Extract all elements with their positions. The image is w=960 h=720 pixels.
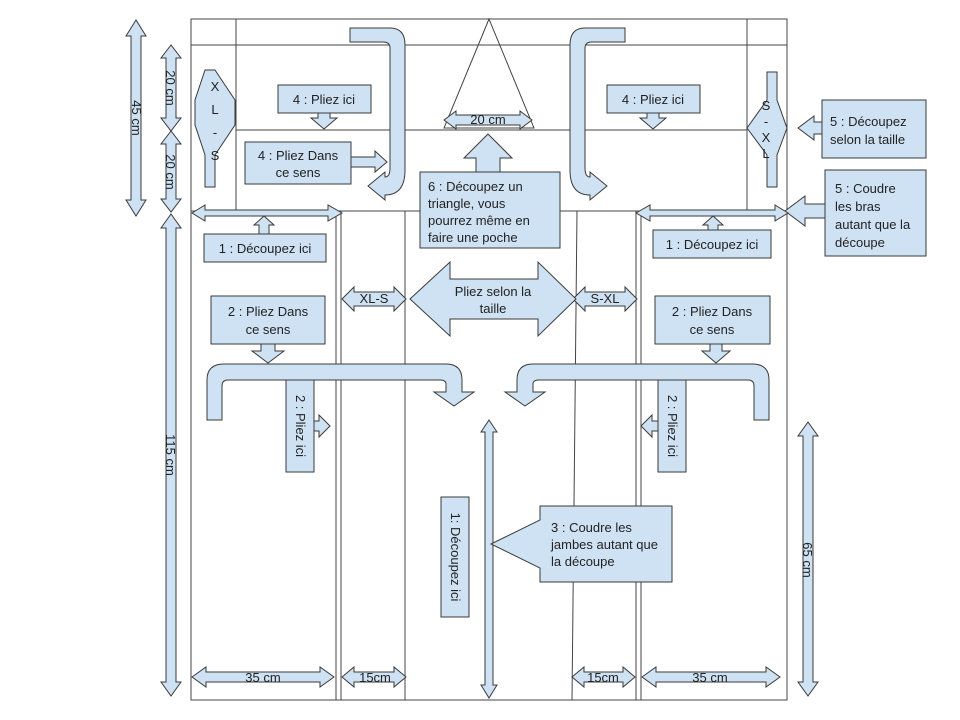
dim-15l-arrow bbox=[341, 665, 407, 689]
left-mid-size-arrow bbox=[341, 285, 407, 313]
step2-left-vertical-label: 2 : Pliez ici bbox=[293, 395, 308, 457]
dim-15r-label: 15cm bbox=[587, 670, 619, 685]
step4-direction-arrow bbox=[350, 149, 388, 174]
step3-line2: jambes autant que bbox=[550, 537, 658, 552]
step1-center-label: 1: Découpez ici bbox=[448, 513, 463, 602]
step5-cut-line1: 5 : Découpez bbox=[830, 114, 907, 129]
right-size-arrow bbox=[746, 71, 788, 188]
dim-45-arrow-shape bbox=[125, 19, 147, 217]
center-vertical-arrow bbox=[480, 419, 498, 699]
left-mid-size-label: XL-S bbox=[360, 291, 389, 306]
right-shoulder-arrow bbox=[634, 204, 789, 222]
top-right-curved-arrow bbox=[569, 27, 626, 202]
step1-right-box bbox=[652, 229, 772, 259]
step6-box bbox=[419, 171, 561, 249]
step2-right-line2: ce sens bbox=[690, 322, 735, 337]
step5-cut-arrow bbox=[797, 115, 823, 141]
step1-center-box bbox=[440, 496, 470, 618]
right-size-dash: - bbox=[764, 114, 768, 129]
step4-right-fold-label: 4 : Pliez ici bbox=[622, 92, 684, 107]
dim-35r-arrow bbox=[641, 666, 781, 688]
step2-right-line1: 2 : Pliez Dans bbox=[672, 304, 753, 319]
left-big-curved-arrow bbox=[206, 363, 476, 421]
fold-size-arrow bbox=[409, 260, 577, 338]
right-mid-size-arrow bbox=[572, 285, 638, 313]
step2-right-vertical-label: 2 : Pliez ici bbox=[665, 395, 680, 457]
step6-line1: 6 : Découpez un bbox=[428, 179, 523, 194]
step4-direction-box bbox=[244, 141, 352, 185]
step4-left-fold-label: 4 : Pliez ici bbox=[293, 92, 355, 107]
step4-right-fold-box bbox=[606, 84, 701, 114]
step1-right-label: 1 : Découpez ici bbox=[666, 237, 759, 252]
right-size-x: X bbox=[762, 130, 771, 145]
right-big-curved-arrow bbox=[503, 363, 770, 421]
step5-sew-line1: 5 : Coudre bbox=[835, 181, 896, 196]
dim-45-label: 45 cm bbox=[129, 100, 144, 135]
step1-left-label: 1 : Découpez ici bbox=[219, 241, 312, 256]
dim-115-arrow bbox=[160, 213, 182, 697]
neck-triangle bbox=[443, 17, 535, 129]
step5-cut-box bbox=[821, 99, 927, 159]
step1-right-arrow bbox=[701, 215, 725, 231]
dim-20top-label: 20 cm bbox=[470, 112, 505, 127]
step5-sew-line4: découpe bbox=[835, 235, 885, 250]
dim-15r-arrow bbox=[571, 665, 636, 689]
step5-sew-line3: autant que la bbox=[835, 217, 911, 232]
step4-right-fold-arrow bbox=[638, 112, 668, 130]
step2-left-vertical-arrow bbox=[313, 413, 331, 439]
dim-35l-label: 35 cm bbox=[245, 670, 280, 685]
step5-sew-box bbox=[824, 169, 927, 257]
dim-20top-arrow bbox=[443, 110, 533, 130]
step2-left-vertical-box bbox=[285, 379, 315, 473]
step6-line2: triangle, vous bbox=[428, 196, 506, 211]
step4-left-fold-arrow bbox=[309, 112, 339, 130]
step2-right-box bbox=[654, 295, 771, 345]
step2-right-arrow bbox=[700, 343, 732, 364]
dim-20a-label: 20 cm bbox=[163, 70, 178, 105]
dim-65-arrow bbox=[797, 421, 819, 697]
step1-left-arrow bbox=[252, 215, 276, 235]
right-size-l: L bbox=[762, 146, 769, 161]
step2-left-arrow bbox=[250, 343, 286, 364]
step4-direction-line2: ce sens bbox=[276, 165, 321, 180]
left-size-l: L bbox=[211, 102, 218, 117]
step1-left-box bbox=[203, 233, 327, 263]
dim-35r-label: 35 cm bbox=[692, 670, 727, 685]
dim-115-label: 115 cm bbox=[163, 434, 178, 476]
right-inner-line bbox=[571, 210, 578, 701]
step6-line3: pourrez même en bbox=[428, 213, 530, 228]
top-left-curved-arrow bbox=[349, 27, 406, 202]
step6-line4: faire une poche bbox=[428, 230, 518, 245]
dim-35l-arrow bbox=[191, 666, 335, 688]
left-size-s: S bbox=[211, 148, 220, 163]
fold-size-line1: Pliez selon la bbox=[455, 284, 532, 299]
step3-line3: la découpe bbox=[551, 554, 615, 569]
step4-direction-line1: 4 : Pliez Dans bbox=[258, 148, 339, 163]
step6-arrow bbox=[462, 133, 514, 173]
left-size-x: X bbox=[211, 79, 220, 94]
step5-sew-arrow bbox=[784, 195, 826, 227]
step3-line1: 3 : Coudre les bbox=[551, 520, 632, 535]
fold-size-line2: taille bbox=[480, 301, 507, 316]
right-mid-size-label: S-XL bbox=[591, 291, 620, 306]
dim-65-label: 65 cm bbox=[800, 542, 815, 577]
left-size-dash: - bbox=[213, 125, 217, 140]
step5-sew-line2: les bras bbox=[835, 199, 881, 214]
dim-20b-arrow bbox=[159, 130, 183, 213]
dim-20b-label: 20 cm bbox=[163, 154, 178, 189]
step3-box bbox=[489, 505, 673, 583]
step5-cut-line2: selon la taille bbox=[830, 132, 905, 147]
left-shoulder-arrow bbox=[191, 204, 344, 222]
dim-15l-label: 15cm bbox=[359, 670, 391, 685]
step2-right-vertical-arrow bbox=[640, 413, 659, 439]
step4-left-fold-box bbox=[277, 84, 372, 114]
step2-left-line2: ce sens bbox=[246, 322, 291, 337]
step2-left-line1: 2 : Pliez Dans bbox=[228, 304, 309, 319]
right-size-s: S bbox=[762, 98, 771, 113]
left-size-arrow bbox=[194, 69, 236, 188]
step2-left-box bbox=[210, 295, 326, 345]
